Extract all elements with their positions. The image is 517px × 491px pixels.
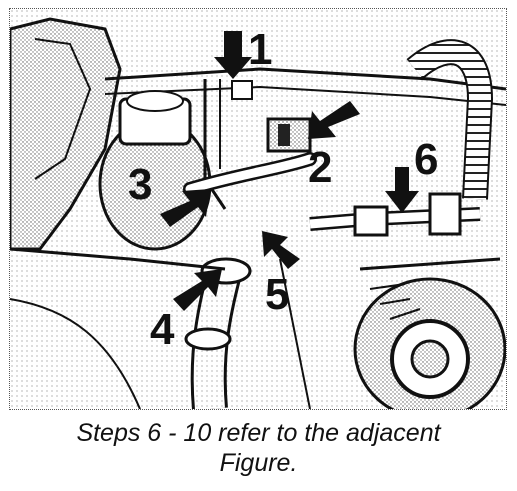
arrow-5-icon (262, 231, 300, 269)
engine-figure: 1 2 3 4 5 6 (9, 8, 507, 410)
callout-1: 1 (248, 25, 272, 74)
callout-3: 3 (128, 160, 152, 209)
caption-line-2: Figure. (219, 449, 298, 477)
callout-6: 6 (414, 135, 438, 184)
callout-2: 2 (308, 143, 332, 192)
caption-line-1: Steps 6 - 10 refer to the adjacent (76, 419, 441, 447)
callout-4: 4 (150, 305, 175, 354)
connector-1 (231, 80, 253, 100)
engine-illustration: 1 2 3 4 5 6 (10, 9, 506, 409)
arrow-3-icon (160, 189, 210, 227)
callout-5: 5 (265, 270, 289, 319)
figure-caption: Steps 6 - 10 refer to the adjacent Figur… (0, 418, 517, 478)
arrow-1-icon (214, 31, 252, 79)
arrow-6-icon (385, 167, 419, 213)
arrow-4-icon (173, 269, 222, 311)
arrow-2-icon (308, 101, 360, 139)
